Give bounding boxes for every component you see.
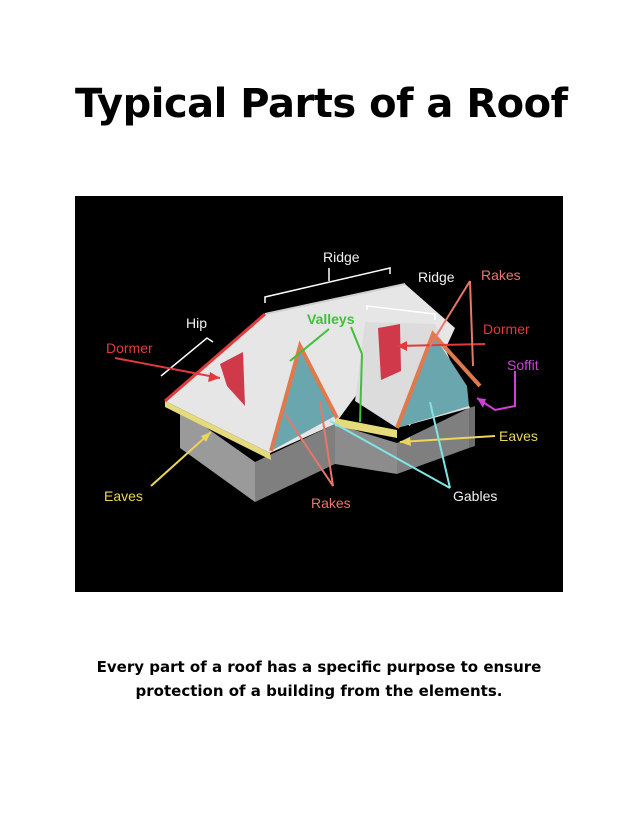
left-eaves	[165, 401, 271, 460]
ridge-right-bracket	[366, 305, 436, 320]
label-hip: Hip	[186, 315, 207, 331]
middle-wall	[335, 424, 397, 474]
caption: Every part of a roof has a specific purp…	[60, 655, 578, 703]
roof-diagram: Ridge Ridge Hip Valleys Rakes Rakes Dorm…	[75, 196, 563, 592]
eaves-left-pointer	[150, 431, 212, 487]
rakes-top-pointers	[429, 280, 474, 367]
dormer-left-pointer	[114, 357, 221, 382]
middle-gable	[271, 346, 335, 451]
ridge-bracket	[264, 267, 391, 303]
label-soffit: Soffit	[507, 357, 539, 373]
left-dormer	[220, 352, 245, 406]
hip-line	[164, 312, 266, 403]
label-ridge: Ridge	[323, 249, 360, 265]
left-wall-side	[180, 409, 255, 502]
right-wall-side	[469, 406, 475, 448]
right-rake	[395, 330, 482, 429]
left-wall-front	[255, 424, 335, 502]
right-eaves	[335, 418, 397, 438]
label-rakes-bottom: Rakes	[311, 495, 351, 511]
valleys-pointers	[289, 326, 363, 423]
caption-line-2: protection of a building from the elemen…	[135, 682, 503, 700]
label-gables: Gables	[453, 488, 497, 504]
right-dormer	[378, 324, 401, 380]
roof-diagram-svg: Ridge Ridge Hip Valleys Rakes Rakes Dorm…	[104, 249, 539, 511]
caption-line-1: Every part of a roof has a specific purp…	[96, 658, 542, 676]
label-dormer-right: Dormer	[483, 321, 530, 337]
label-eaves-right: Eaves	[499, 428, 538, 444]
rakes-bottom-pointers	[284, 400, 334, 487]
right-gable	[397, 334, 469, 428]
soffit-pointer	[476, 371, 516, 412]
right-wall-front	[397, 408, 469, 474]
hip-bracket	[160, 337, 214, 377]
label-eaves-left: Eaves	[104, 488, 143, 504]
eaves-right-pointer	[399, 435, 496, 446]
page-title: Typical Parts of a Roof	[75, 81, 568, 127]
label-ridge-right: Ridge	[418, 269, 455, 285]
dormer-right-pointer	[396, 341, 486, 351]
gables-pointers	[329, 401, 451, 489]
middle-rake	[269, 340, 339, 452]
label-valleys: Valleys	[307, 311, 355, 327]
ridge-line	[264, 283, 406, 315]
label-rakes-top: Rakes	[481, 267, 521, 283]
label-dormer-left: Dormer	[106, 340, 153, 356]
